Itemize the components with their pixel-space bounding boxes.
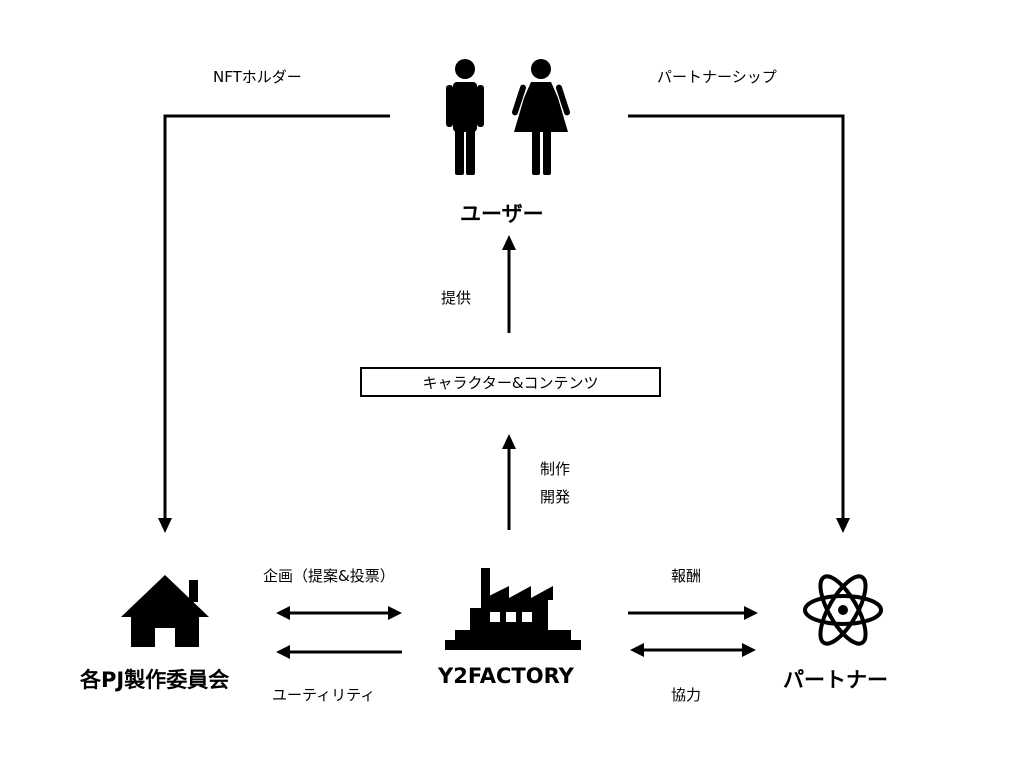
cooperation-arrow — [630, 643, 756, 657]
partnership-label: パートナーシップ — [657, 68, 777, 86]
atom-icon — [803, 574, 883, 646]
content-box-label: キャラクター&コンテンツ — [422, 373, 599, 392]
provide-arrow — [502, 235, 516, 333]
user-label: ユーザー — [460, 202, 544, 226]
committee-label: 各PJ製作委員会 — [80, 668, 230, 692]
plan-vote-arrow — [276, 606, 402, 620]
produce-label-line2: 開発 — [540, 488, 571, 506]
partnership-connector — [628, 114, 850, 533]
produce-arrow — [502, 434, 516, 530]
reward-label: 報酬 — [671, 567, 702, 585]
produce-label-line1: 制作 — [540, 460, 571, 478]
house-icon — [121, 575, 209, 647]
person-icon — [446, 59, 571, 175]
partner-label: パートナー — [783, 668, 888, 692]
nft-holder-connector — [158, 114, 390, 533]
reward-arrow — [628, 606, 758, 620]
utility-arrow — [276, 645, 402, 659]
cooperation-label: 協力 — [671, 686, 702, 704]
content-box: キャラクター&コンテンツ — [360, 367, 661, 397]
utility-label: ユーティリティ — [272, 686, 376, 704]
plan-vote-label: 企画（提案&投票） — [263, 567, 395, 585]
factory-icon — [445, 568, 581, 650]
factory-label: Y2FACTORY — [438, 664, 574, 688]
nft-holder-label: NFTホルダー — [213, 68, 302, 86]
provide-label: 提供 — [441, 289, 472, 307]
